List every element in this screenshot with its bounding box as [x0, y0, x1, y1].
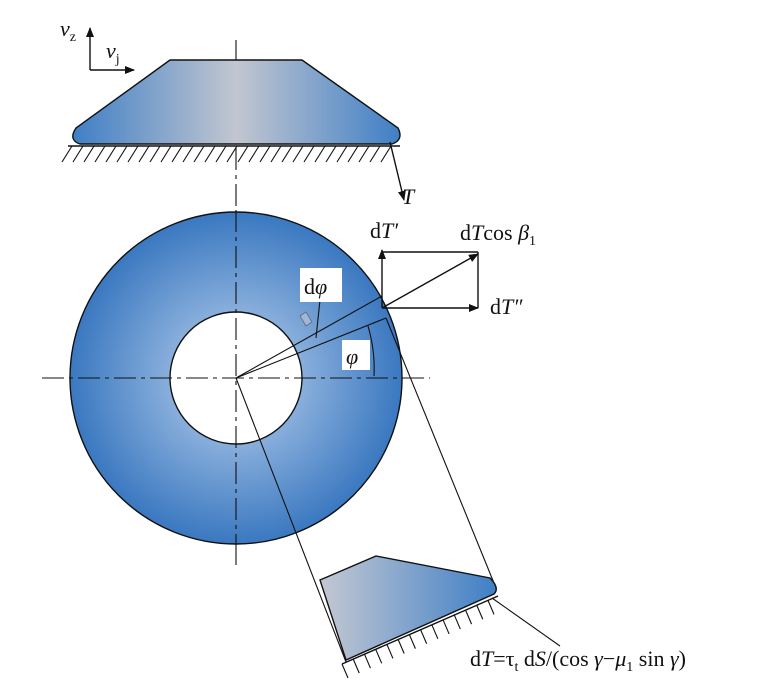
dTdoubleprime-label: dT″: [490, 294, 523, 319]
hatch-mark: [171, 145, 183, 163]
hatch-mark: [259, 145, 271, 163]
hatch-mark: [160, 145, 172, 163]
hatch-mark: [408, 634, 416, 649]
hatch-mark: [476, 605, 484, 620]
force-decomposition: dT′ dTcos β1 dT″: [370, 218, 536, 319]
projection-line-left: [235, 377, 347, 663]
hatch-mark: [105, 145, 117, 163]
phi-angle-arc: [367, 325, 375, 377]
hatch-mark: [341, 663, 349, 679]
radial-line-upper: [235, 295, 383, 379]
hatch-mark: [270, 145, 282, 163]
phi-label: φ: [346, 344, 358, 369]
dTcos-arrow: [381, 253, 479, 309]
hatch-mark: [375, 649, 383, 664]
hatch-mark: [237, 145, 249, 163]
top-side-profile: T: [61, 59, 416, 209]
hatch-mark: [352, 658, 360, 674]
hatch-mark: [397, 639, 405, 654]
hatch-mark: [127, 145, 139, 163]
dTcos-label: dTcos β1: [460, 220, 536, 249]
hatch-mark: [336, 145, 348, 163]
hatch-mark: [204, 145, 216, 163]
T-label: T: [402, 184, 416, 209]
bottom-rotated-profile: [319, 555, 499, 679]
formula-label: dT=τt dS/(cos γ−μ1 sin γ): [470, 646, 686, 675]
hatch-mark: [314, 145, 326, 163]
hatch-mark: [386, 644, 394, 659]
hatch-mark: [83, 145, 95, 163]
hatch-mark: [149, 145, 161, 163]
hatch-mark: [325, 145, 337, 163]
hatch-mark: [380, 145, 392, 163]
vz-label: vz: [60, 16, 76, 45]
profile-trapezoid: [72, 59, 401, 145]
hatch-mark: [193, 145, 205, 163]
hatch-mark: [182, 145, 194, 163]
hatch-mark: [431, 624, 439, 640]
hatch-mark: [453, 614, 461, 630]
hatch-mark: [226, 145, 238, 163]
dphi-pointer-line: [315, 299, 321, 339]
hatch-mark: [303, 145, 315, 163]
formula-pointer-line: [491, 597, 561, 647]
hatch-mark: [363, 653, 371, 669]
hatch-mark: [487, 600, 495, 615]
projection-line-right: [385, 317, 497, 589]
hatch-mark: [292, 145, 304, 163]
ground-hatch-bottom: [341, 600, 495, 679]
bottom-profile-shape: [319, 555, 497, 661]
T-force-arrow: [389, 141, 406, 201]
vj-label: vj: [106, 38, 120, 67]
dTprime-label: dT′: [370, 218, 399, 243]
phi-label-bg: [342, 340, 370, 370]
hatch-mark: [281, 145, 293, 163]
hatch-mark: [420, 629, 428, 644]
hatch-mark: [138, 145, 150, 163]
hatch-mark: [72, 145, 84, 163]
dphi-label-bg: [300, 268, 342, 302]
hatch-mark: [369, 145, 381, 163]
dphi-label: dφ: [304, 274, 327, 299]
ground-hatch-top: [61, 145, 392, 163]
hatch-mark: [358, 145, 370, 163]
hatch-mark: [94, 145, 106, 163]
hatch-mark: [61, 145, 73, 163]
hatch-mark: [442, 619, 450, 635]
hatch-mark: [347, 145, 359, 163]
coordinate-axes: vz vj: [60, 16, 135, 74]
hatch-mark: [116, 145, 128, 163]
hatch-mark: [248, 145, 260, 163]
radial-line-lower: [235, 317, 387, 379]
surface-element-dS: [299, 311, 313, 327]
hatch-mark: [215, 145, 227, 163]
hatch-mark: [465, 609, 473, 625]
ground-line-bottom: [341, 595, 499, 665]
